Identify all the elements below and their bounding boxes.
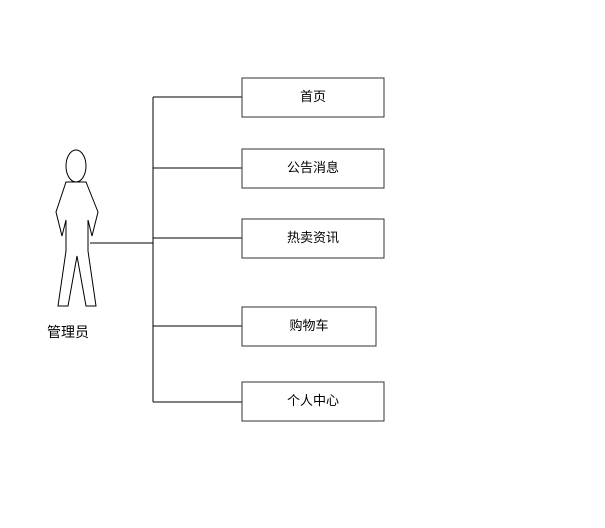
connector-lines xyxy=(90,96,242,403)
actor-figure xyxy=(55,149,99,307)
actor-head xyxy=(65,149,87,183)
module-label-3: 热卖资讯 xyxy=(287,231,339,246)
module-box-4: 购物车 xyxy=(241,306,377,347)
module-box-3: 热卖资讯 xyxy=(241,218,385,259)
module-box-5: 个人中心 xyxy=(241,381,385,422)
module-box-1: 首页 xyxy=(241,77,385,118)
module-label-4: 购物车 xyxy=(289,318,328,334)
module-label-5: 个人中心 xyxy=(287,394,339,409)
actor-label: 管理员 xyxy=(47,325,89,341)
module-label-2: 公告消息 xyxy=(287,160,339,176)
actor-body xyxy=(55,181,99,307)
module-box-2: 公告消息 xyxy=(241,148,385,189)
module-label-1: 首页 xyxy=(300,90,326,105)
